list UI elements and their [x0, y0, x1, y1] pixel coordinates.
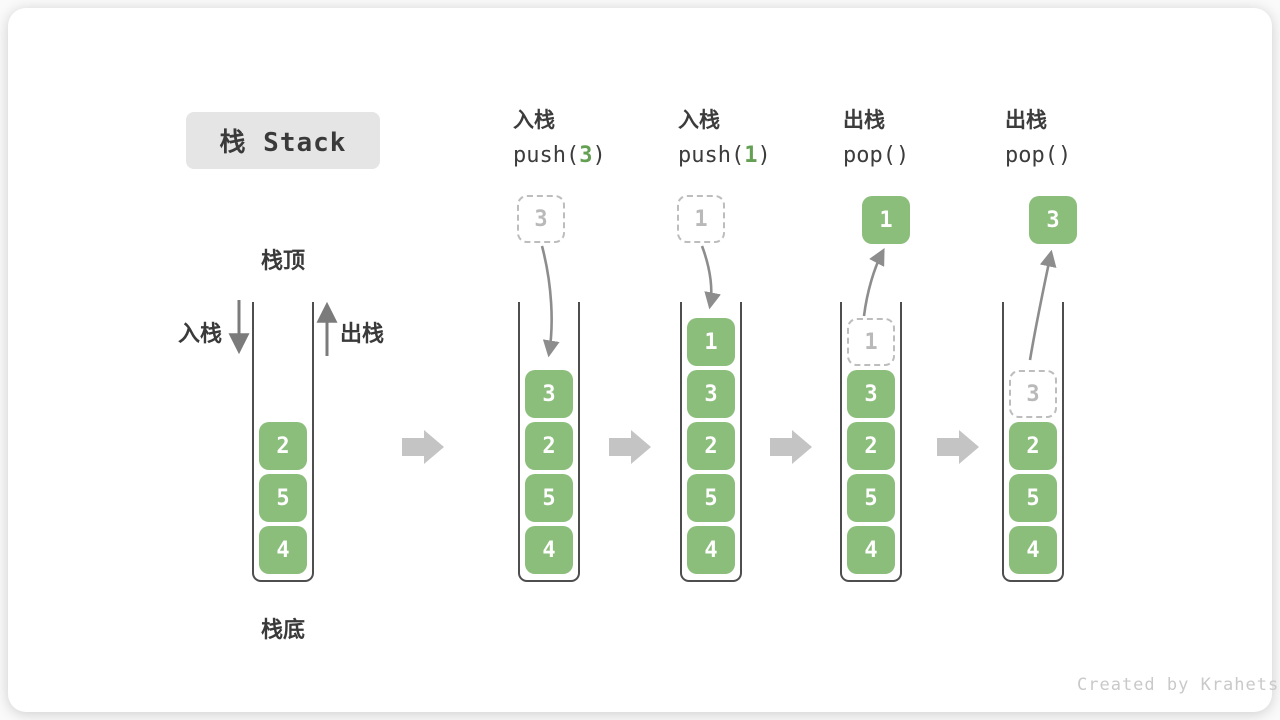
stack-cell: 2	[525, 422, 573, 470]
stack-cell: 3	[847, 370, 895, 418]
op-label: 入栈	[513, 109, 555, 132]
pop-side-label: 出栈	[340, 321, 385, 346]
stack-cell: 1	[687, 318, 735, 366]
op-label: 入栈	[678, 109, 720, 132]
stack-cell: 5	[1009, 474, 1057, 522]
stack-cell: 5	[525, 474, 573, 522]
op-arg: 3	[579, 143, 593, 168]
op-header-pop-1: 出栈 pop()	[843, 104, 1003, 168]
op-code: pop()	[843, 143, 910, 168]
stack-cell: 2	[847, 422, 895, 470]
op-arg: 1	[744, 143, 758, 168]
op-code: pop()	[1005, 143, 1072, 168]
stack-bottom-label: 栈底	[260, 617, 305, 642]
op-header-push-1: 入栈 push(1)	[678, 104, 838, 168]
title-chip: 栈 Stack	[186, 112, 380, 169]
stack-cell: 3	[525, 370, 573, 418]
stack-cell: 4	[687, 526, 735, 574]
watermark: Created by Krahets	[1077, 675, 1280, 695]
stack-cell: 4	[259, 526, 307, 574]
stack-cell: 3	[687, 370, 735, 418]
stack-top-label: 栈顶	[260, 248, 305, 273]
stack-cell: 5	[847, 474, 895, 522]
stack-cell: 5	[687, 474, 735, 522]
op-code: push(3)	[513, 143, 606, 168]
stack-cell: 4	[525, 526, 573, 574]
stack-cell: 2	[259, 422, 307, 470]
stack-cell: 4	[1009, 526, 1057, 574]
stack-cell: 4	[847, 526, 895, 574]
op-label: 出栈	[1005, 109, 1047, 132]
op-header-pop-3: 出栈 pop()	[1005, 104, 1165, 168]
popped-value-box: 3	[1029, 196, 1077, 244]
pushed-value-box: 1	[677, 195, 725, 243]
stack-cell: 5	[259, 474, 307, 522]
op-header-push-3: 入栈 push(3)	[513, 104, 673, 168]
title-text: 栈 Stack	[219, 128, 347, 158]
op-code: push(1)	[678, 143, 771, 168]
popped-ghost-cell: 1	[847, 318, 895, 366]
popped-value-box: 1	[862, 196, 910, 244]
popped-ghost-cell: 3	[1009, 370, 1057, 418]
op-label: 出栈	[843, 109, 885, 132]
stack-cell: 2	[687, 422, 735, 470]
push-side-label: 入栈	[178, 321, 223, 346]
stack-cell: 2	[1009, 422, 1057, 470]
pushed-value-box: 3	[517, 195, 565, 243]
